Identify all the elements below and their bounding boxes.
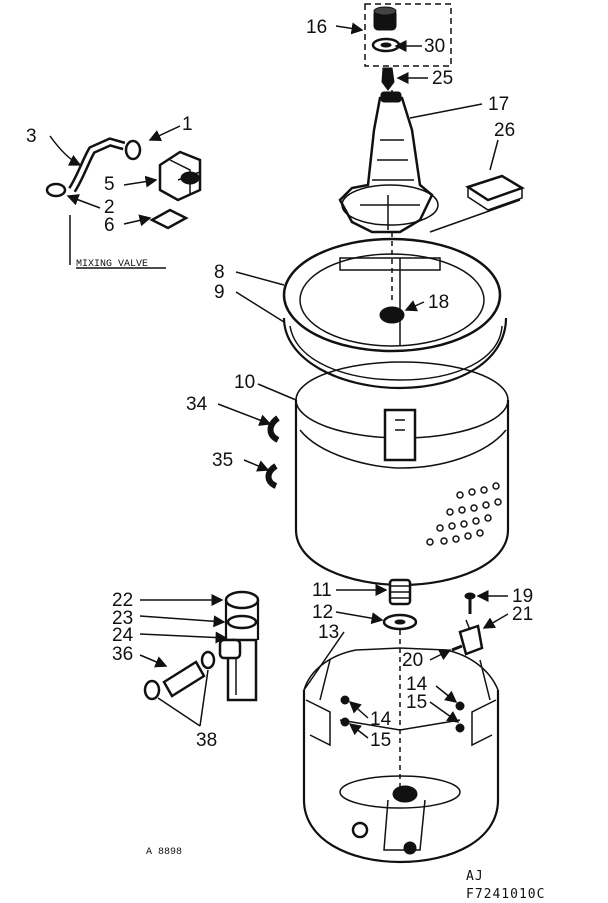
callout-8: 8 <box>214 262 225 283</box>
callout-5: 5 <box>104 174 115 195</box>
callout-13: 13 <box>318 622 339 643</box>
basket-holes <box>426 482 502 546</box>
part-25-spline <box>381 67 395 91</box>
callout-26: 26 <box>494 120 515 141</box>
callout-34: 34 <box>186 394 208 415</box>
callout-16: 16 <box>306 17 327 38</box>
reference-line-2: F7241010C <box>466 887 545 902</box>
pump-group <box>143 590 260 702</box>
part-10-basket <box>294 361 510 587</box>
callout-22: 22 <box>112 590 133 611</box>
callout-3: 3 <box>26 126 37 147</box>
part-11-spring <box>388 578 412 606</box>
callout-6: 6 <box>104 215 115 236</box>
callout-14-right: 14 <box>406 674 428 695</box>
callout-1: 1 <box>182 114 193 135</box>
callout-36: 36 <box>112 644 133 665</box>
callout-10: 10 <box>234 372 255 393</box>
callout-20: 20 <box>402 650 423 671</box>
callout-15-left: 15 <box>370 730 391 751</box>
callout-2: 2 <box>104 197 115 218</box>
mixing-valve-group <box>45 137 202 230</box>
part-26-pad <box>465 174 525 211</box>
part-9-gasket <box>282 317 508 390</box>
callout-21: 21 <box>512 604 533 625</box>
callout-12: 12 <box>312 602 333 623</box>
mixing-valve-label: MIXING VALVE <box>76 259 148 270</box>
callout-35: 35 <box>212 450 233 471</box>
callout-17: 17 <box>488 94 509 115</box>
reference-line-1: AJ <box>466 869 484 884</box>
callout-25: 25 <box>432 68 453 89</box>
part-13-outer-tub <box>302 647 500 864</box>
part-35-clip <box>265 463 278 489</box>
callout-38: 38 <box>196 730 217 751</box>
small-code-label: A 8898 <box>146 847 182 858</box>
callout-9: 9 <box>214 282 225 303</box>
callout-19: 19 <box>512 586 533 607</box>
part-21-bracket <box>458 619 484 656</box>
part-18-plug <box>379 306 405 324</box>
part-20-screw <box>451 644 463 652</box>
part-19-screw <box>464 592 476 614</box>
callout-15-right: 15 <box>406 692 427 713</box>
part-17-agitator <box>338 91 439 234</box>
parts-14-15-hardware <box>340 695 465 733</box>
part-34-clip <box>267 415 280 443</box>
callout-24: 24 <box>112 625 134 646</box>
part-16-nut-assembly <box>364 3 452 67</box>
callout-18: 18 <box>428 292 449 313</box>
callout-14-left: 14 <box>370 709 392 730</box>
callout-11: 11 <box>312 580 332 601</box>
callout-23: 23 <box>112 608 133 629</box>
callout-30: 30 <box>424 36 445 57</box>
